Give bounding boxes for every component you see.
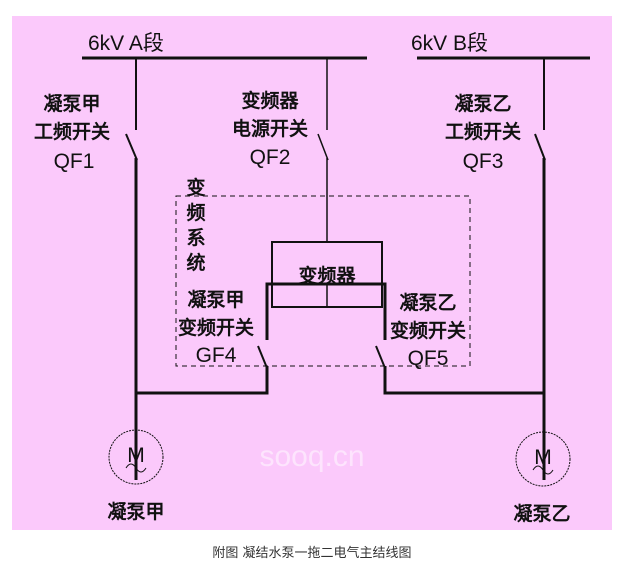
qf2-label-line2: 电源开关 (232, 117, 308, 140)
qf5-label-line2: 变频开关 (390, 319, 466, 342)
qf3-code: QF3 (463, 150, 504, 173)
motor-a-ac-icon (125, 463, 147, 473)
motor-b-ac-icon (532, 465, 554, 475)
converter-output-bus (265, 282, 387, 340)
qf1-label-line1: 凝泵甲 (43, 92, 100, 115)
motor-a-icon (108, 429, 164, 485)
qf5-switch-blade (375, 345, 386, 369)
motor-b-symbol: M (534, 446, 552, 469)
vfd-system-char4: 统 (186, 251, 205, 274)
motor-a-symbol: M (127, 444, 145, 467)
vfd-system-char1: 变 (186, 176, 205, 199)
qf1-switch-blade (125, 133, 138, 161)
gf4-switch-blade (257, 345, 268, 369)
qf5-code: QF5 (408, 347, 449, 370)
qf3-switch-blade (534, 133, 546, 161)
qf3-label-line1: 凝泵乙 (454, 92, 511, 115)
bus-a-label: 6kV A段 (88, 32, 164, 55)
figure-caption: 附图 凝结水泵一拖二电气主结线图 (212, 545, 411, 561)
gf4-output-line (136, 366, 269, 395)
bus-b-label: 6kV B段 (411, 32, 488, 55)
qf2-switch-blade (317, 133, 329, 161)
vfd-system-char2: 频 (186, 201, 205, 224)
qf5-output-line (383, 366, 544, 395)
motor-b-label: 凝泵乙 (513, 502, 570, 525)
motor-b-icon (515, 431, 571, 487)
vfd-system-char3: 系 (186, 227, 205, 249)
gf4-label-line2: 变频开关 (178, 316, 254, 339)
qf2-code: QF2 (250, 146, 291, 169)
qf2-label-line1: 变频器 (241, 89, 299, 112)
gf4-label-line1: 凝泵甲 (187, 288, 244, 311)
converter-label: 变频器 (298, 264, 356, 287)
watermark: sooq.cn (259, 440, 364, 473)
qf1-code: QF1 (54, 150, 95, 173)
vfd-system-box (175, 195, 471, 367)
qf1-label-line2: 工频开关 (34, 120, 110, 143)
qf5-label-line1: 凝泵乙 (399, 291, 456, 314)
qf3-label-line2: 工频开关 (445, 120, 521, 143)
motor-a-label: 凝泵甲 (107, 500, 164, 523)
gf4-code: GF4 (196, 344, 237, 367)
